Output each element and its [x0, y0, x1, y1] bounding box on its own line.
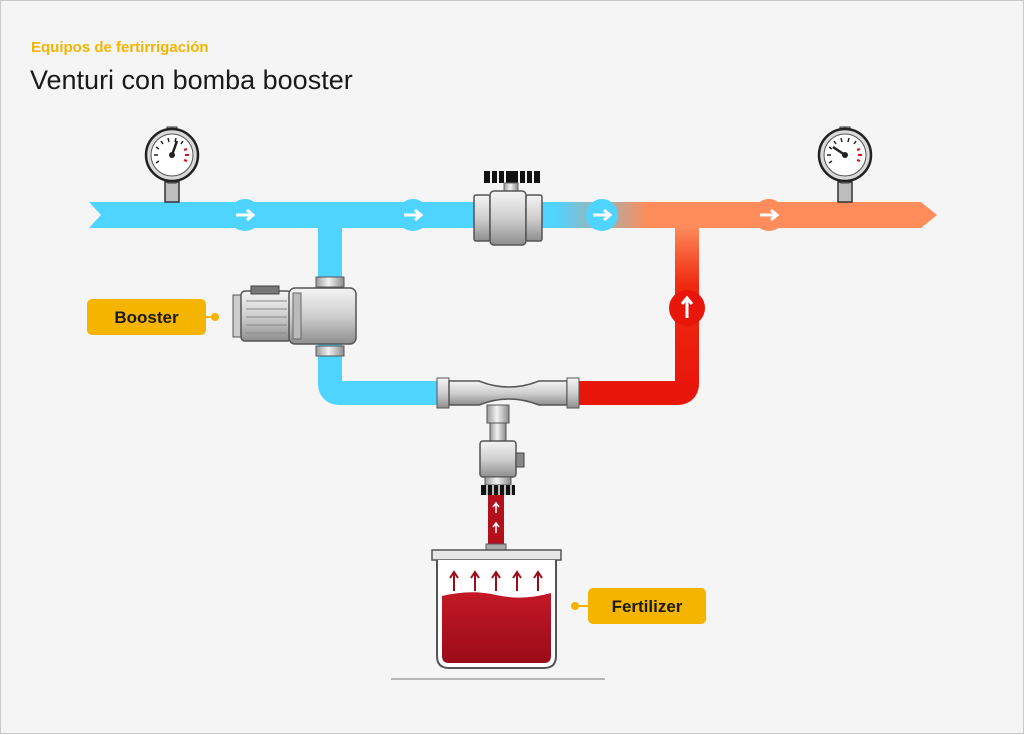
flow-arrow-icon — [397, 199, 429, 231]
section-kicker: Equipos de fertirrigación — [31, 39, 209, 56]
pressure-gauge-icon — [144, 126, 200, 203]
fertilizer-return-pipe — [576, 226, 699, 405]
booster-pump-icon — [232, 276, 357, 357]
fertilizer-callout: Fertilizer — [571, 588, 706, 624]
ball-valve-icon — [473, 171, 543, 246]
fertilizer-label: Fertilizer — [612, 597, 683, 616]
booster-label: Booster — [114, 308, 179, 327]
suction-valve-icon — [479, 422, 525, 495]
flow-arrow-icon — [229, 199, 261, 231]
booster-branch-pipe — [318, 226, 446, 405]
diagram-title: Venturi con bomba booster — [30, 65, 353, 95]
venturi-injector-icon — [436, 377, 580, 424]
pressure-gauge-icon — [817, 126, 873, 203]
flow-arrow-icon — [753, 199, 785, 231]
flow-arrow-icon — [669, 290, 705, 326]
suction-tube — [485, 495, 507, 553]
booster-callout: Booster — [87, 299, 219, 335]
fertilizer-tank-icon — [431, 549, 562, 669]
flow-arrow-icon — [586, 199, 618, 231]
